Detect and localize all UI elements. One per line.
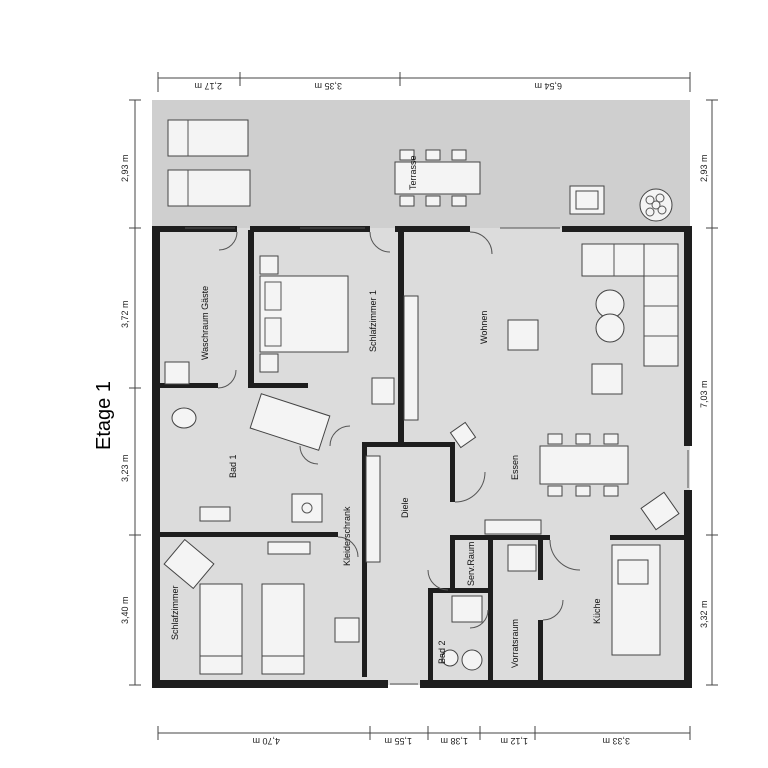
dim-top-1: 2,17 m	[194, 81, 222, 91]
dim-right-1: 2,93 m	[699, 154, 709, 182]
dim-bottom-4: 1,12 m	[500, 736, 528, 746]
toilet	[171, 407, 197, 429]
terrace-chair	[569, 185, 605, 215]
bath2-basin	[441, 649, 459, 667]
double-bed	[259, 255, 349, 373]
door-swings	[217, 231, 581, 629]
dim-left-2: 3,72 m	[120, 300, 130, 328]
dim-bottom-5: 3,33 m	[602, 736, 630, 746]
bath2-sink	[451, 595, 483, 623]
dim-bottom-2: 1,55 m	[384, 736, 412, 746]
dim-top-2: 3,35 m	[314, 81, 342, 91]
sofa	[581, 243, 679, 367]
sideboard	[484, 519, 542, 535]
dim-left-4: 3,40 m	[120, 596, 130, 624]
dim-left-1: 2,93 m	[120, 154, 130, 182]
interior-walls	[158, 230, 690, 685]
label-bad2: Bad 2	[437, 640, 447, 664]
bedroom-armchair	[163, 538, 215, 590]
label-diele: Diele	[400, 497, 410, 518]
dim-top-3: 6,54 m	[534, 81, 562, 91]
label-servraum: Serv.Raum	[466, 542, 476, 586]
label-terrasse: Terrasse	[408, 155, 418, 190]
washbasin	[291, 493, 323, 523]
label-wohnen: Wohnen	[479, 311, 489, 344]
label-kueche: Küche	[592, 598, 602, 624]
kitchen-sink	[617, 559, 649, 585]
armchair	[591, 363, 623, 395]
plant-pot	[639, 188, 673, 222]
hall-wardrobe	[365, 455, 381, 563]
utility-unit	[507, 544, 537, 572]
label-kleiderschrank: Kleiderschrank	[342, 506, 352, 566]
label-schlafzimmer: Schlafzimmer	[170, 585, 180, 640]
dim-bottom-1: 4,70 m	[252, 736, 280, 746]
plan-title: Etage 1	[93, 381, 115, 450]
small-chair	[449, 421, 477, 449]
sun-loungers	[167, 119, 251, 207]
corner-chair	[640, 491, 680, 531]
bathtub	[249, 393, 331, 451]
bath2-toilet	[461, 649, 483, 671]
dining-table	[539, 433, 629, 497]
bedroom-wardrobe	[267, 541, 311, 555]
dim-left-3: 3,23 m	[120, 454, 130, 482]
label-waschraum: Waschraum Gäste	[200, 286, 210, 360]
basin-drain	[301, 502, 313, 514]
label-vorratsraum: Vorratsraum	[510, 619, 520, 668]
dim-bottom-3: 1,38 m	[440, 736, 468, 746]
label-bad1: Bad 1	[228, 454, 238, 478]
twin-beds	[199, 583, 305, 675]
label-essen: Essen	[510, 455, 520, 480]
wall-cabinet	[403, 295, 419, 421]
dim-right-3: 3,32 m	[699, 600, 709, 628]
bedroom-nightstand	[334, 617, 360, 643]
bedroom-desk	[371, 377, 395, 405]
bath-counter	[199, 506, 231, 522]
label-schlafzimmer1: Schlafzimmer 1	[368, 290, 378, 352]
dimension-top: 2,17 m 3,35 m 6,54 m	[157, 72, 691, 92]
exterior-walls	[152, 226, 692, 688]
windows	[185, 227, 689, 685]
room-labels: Terrasse Waschraum Gäste Schlafzimmer 1 …	[170, 155, 602, 668]
guest-washbasin	[164, 361, 190, 385]
dim-right-2: 7,03 m	[699, 380, 709, 408]
side-table-2	[595, 313, 625, 343]
dimension-bottom: 4,70 m 1,55 m 1,38 m 1,12 m 3,33 m	[157, 726, 691, 746]
coffee-table	[507, 319, 539, 351]
terrace-table	[394, 149, 481, 207]
dimension-left: 2,93 m 3,72 m 3,23 m 3,40 m	[120, 99, 141, 686]
dimension-right: 2,93 m 7,03 m 3,32 m	[699, 99, 718, 686]
